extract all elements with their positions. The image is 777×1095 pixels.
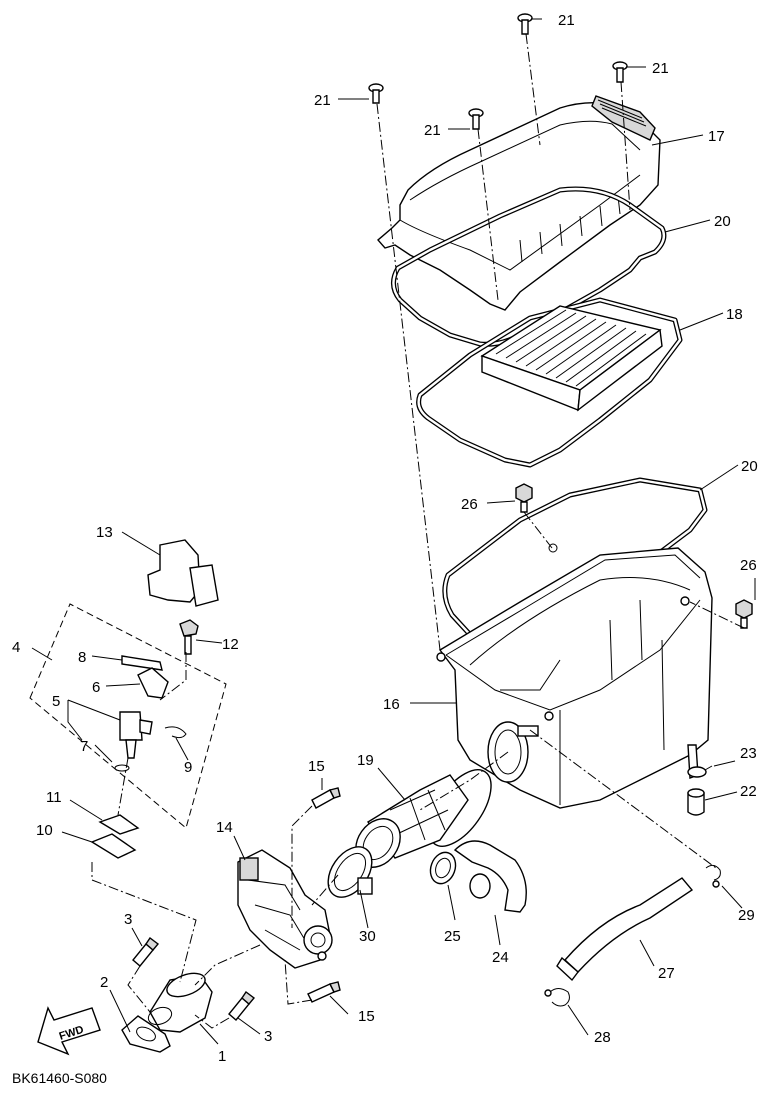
- callout-15: 15: [358, 1008, 375, 1025]
- callout-29: 29: [738, 907, 755, 924]
- callout-11: 11: [46, 789, 62, 806]
- bolt-26-b: [735, 599, 753, 629]
- callout-25: 25: [444, 928, 461, 945]
- screw-21-d: [468, 108, 484, 130]
- callout-3: 3: [264, 1028, 272, 1045]
- callout-26: 26: [740, 557, 757, 574]
- callout-15: 15: [308, 758, 325, 775]
- o-ring-7: [114, 764, 130, 772]
- diagram-code: BK61460-S080: [12, 1070, 107, 1086]
- clip-23: [687, 765, 713, 778]
- clip-29: [705, 864, 721, 888]
- pipe-8: [121, 655, 163, 671]
- callout-2: 2: [100, 974, 108, 991]
- callout-10: 10: [36, 822, 53, 839]
- callout-24: 24: [492, 949, 509, 966]
- callout-7: 7: [80, 738, 88, 755]
- hose-clamp-25: [429, 851, 457, 885]
- drain-plug-22: [687, 788, 705, 816]
- callout-14: 14: [216, 819, 233, 836]
- upper-gasket: [391, 186, 667, 347]
- injector-group-boundary: [29, 603, 227, 829]
- callout-26: 26: [461, 496, 478, 513]
- holder-10: [90, 833, 137, 859]
- callout-16: 16: [383, 696, 400, 713]
- bolt-3-b: [228, 990, 256, 1021]
- callout-27: 27: [658, 965, 675, 982]
- callout-20: 20: [714, 213, 731, 230]
- throttle-body-14: [237, 849, 333, 969]
- callout-6: 6: [92, 679, 100, 696]
- leader-lines: [31, 18, 756, 1045]
- screw-21-c: [612, 61, 628, 83]
- callout-3: 3: [124, 911, 132, 928]
- screw-21-b: [517, 13, 533, 35]
- callout-21: 21: [558, 12, 575, 29]
- callout-12: 12: [222, 636, 239, 653]
- bolt-26-a: [515, 483, 533, 513]
- callout-22: 22: [740, 783, 757, 800]
- bolt-15-a: [311, 787, 341, 809]
- callout-21: 21: [652, 60, 669, 77]
- fwd-arrow: FWD: [37, 1006, 101, 1056]
- bolt-12: [179, 619, 199, 655]
- callout-30: 30: [359, 928, 376, 945]
- bolt-3-a: [132, 936, 160, 967]
- intake-joint-1: [147, 972, 213, 1033]
- clip-28: [544, 988, 570, 1007]
- callout-28: 28: [594, 1029, 611, 1046]
- insulator-gasket-2: [121, 1015, 171, 1053]
- callout-4: 4: [12, 639, 20, 656]
- callout-17: 17: [708, 128, 725, 145]
- callout-23: 23: [740, 745, 757, 762]
- bolt-15-b: [307, 981, 341, 1003]
- cover-13: [147, 539, 219, 607]
- hose-clamp-30: [327, 846, 373, 898]
- joint-6: [137, 667, 169, 699]
- callouts: 21 21 21 21 17 20 18 20 26 26 16 23 22 2…: [12, 12, 758, 1065]
- hose-24: [453, 840, 527, 913]
- alignment-lines: [91, 33, 745, 1029]
- callout-18: 18: [726, 306, 743, 323]
- callout-8: 8: [78, 649, 86, 666]
- gasket-11: [98, 814, 140, 835]
- callout-21: 21: [314, 92, 331, 109]
- clip-9: [164, 726, 187, 739]
- injector-5: [119, 711, 153, 759]
- filter-element: [416, 297, 683, 468]
- callout-13: 13: [96, 524, 113, 541]
- callout-9: 9: [184, 759, 192, 776]
- callout-19: 19: [357, 752, 374, 769]
- callout-1: 1: [218, 1048, 226, 1065]
- screw-21-a: [368, 83, 384, 104]
- breather-hose-27: [556, 877, 694, 982]
- callout-21: 21: [424, 122, 441, 139]
- callout-5: 5: [52, 693, 60, 710]
- callout-20: 20: [741, 458, 758, 475]
